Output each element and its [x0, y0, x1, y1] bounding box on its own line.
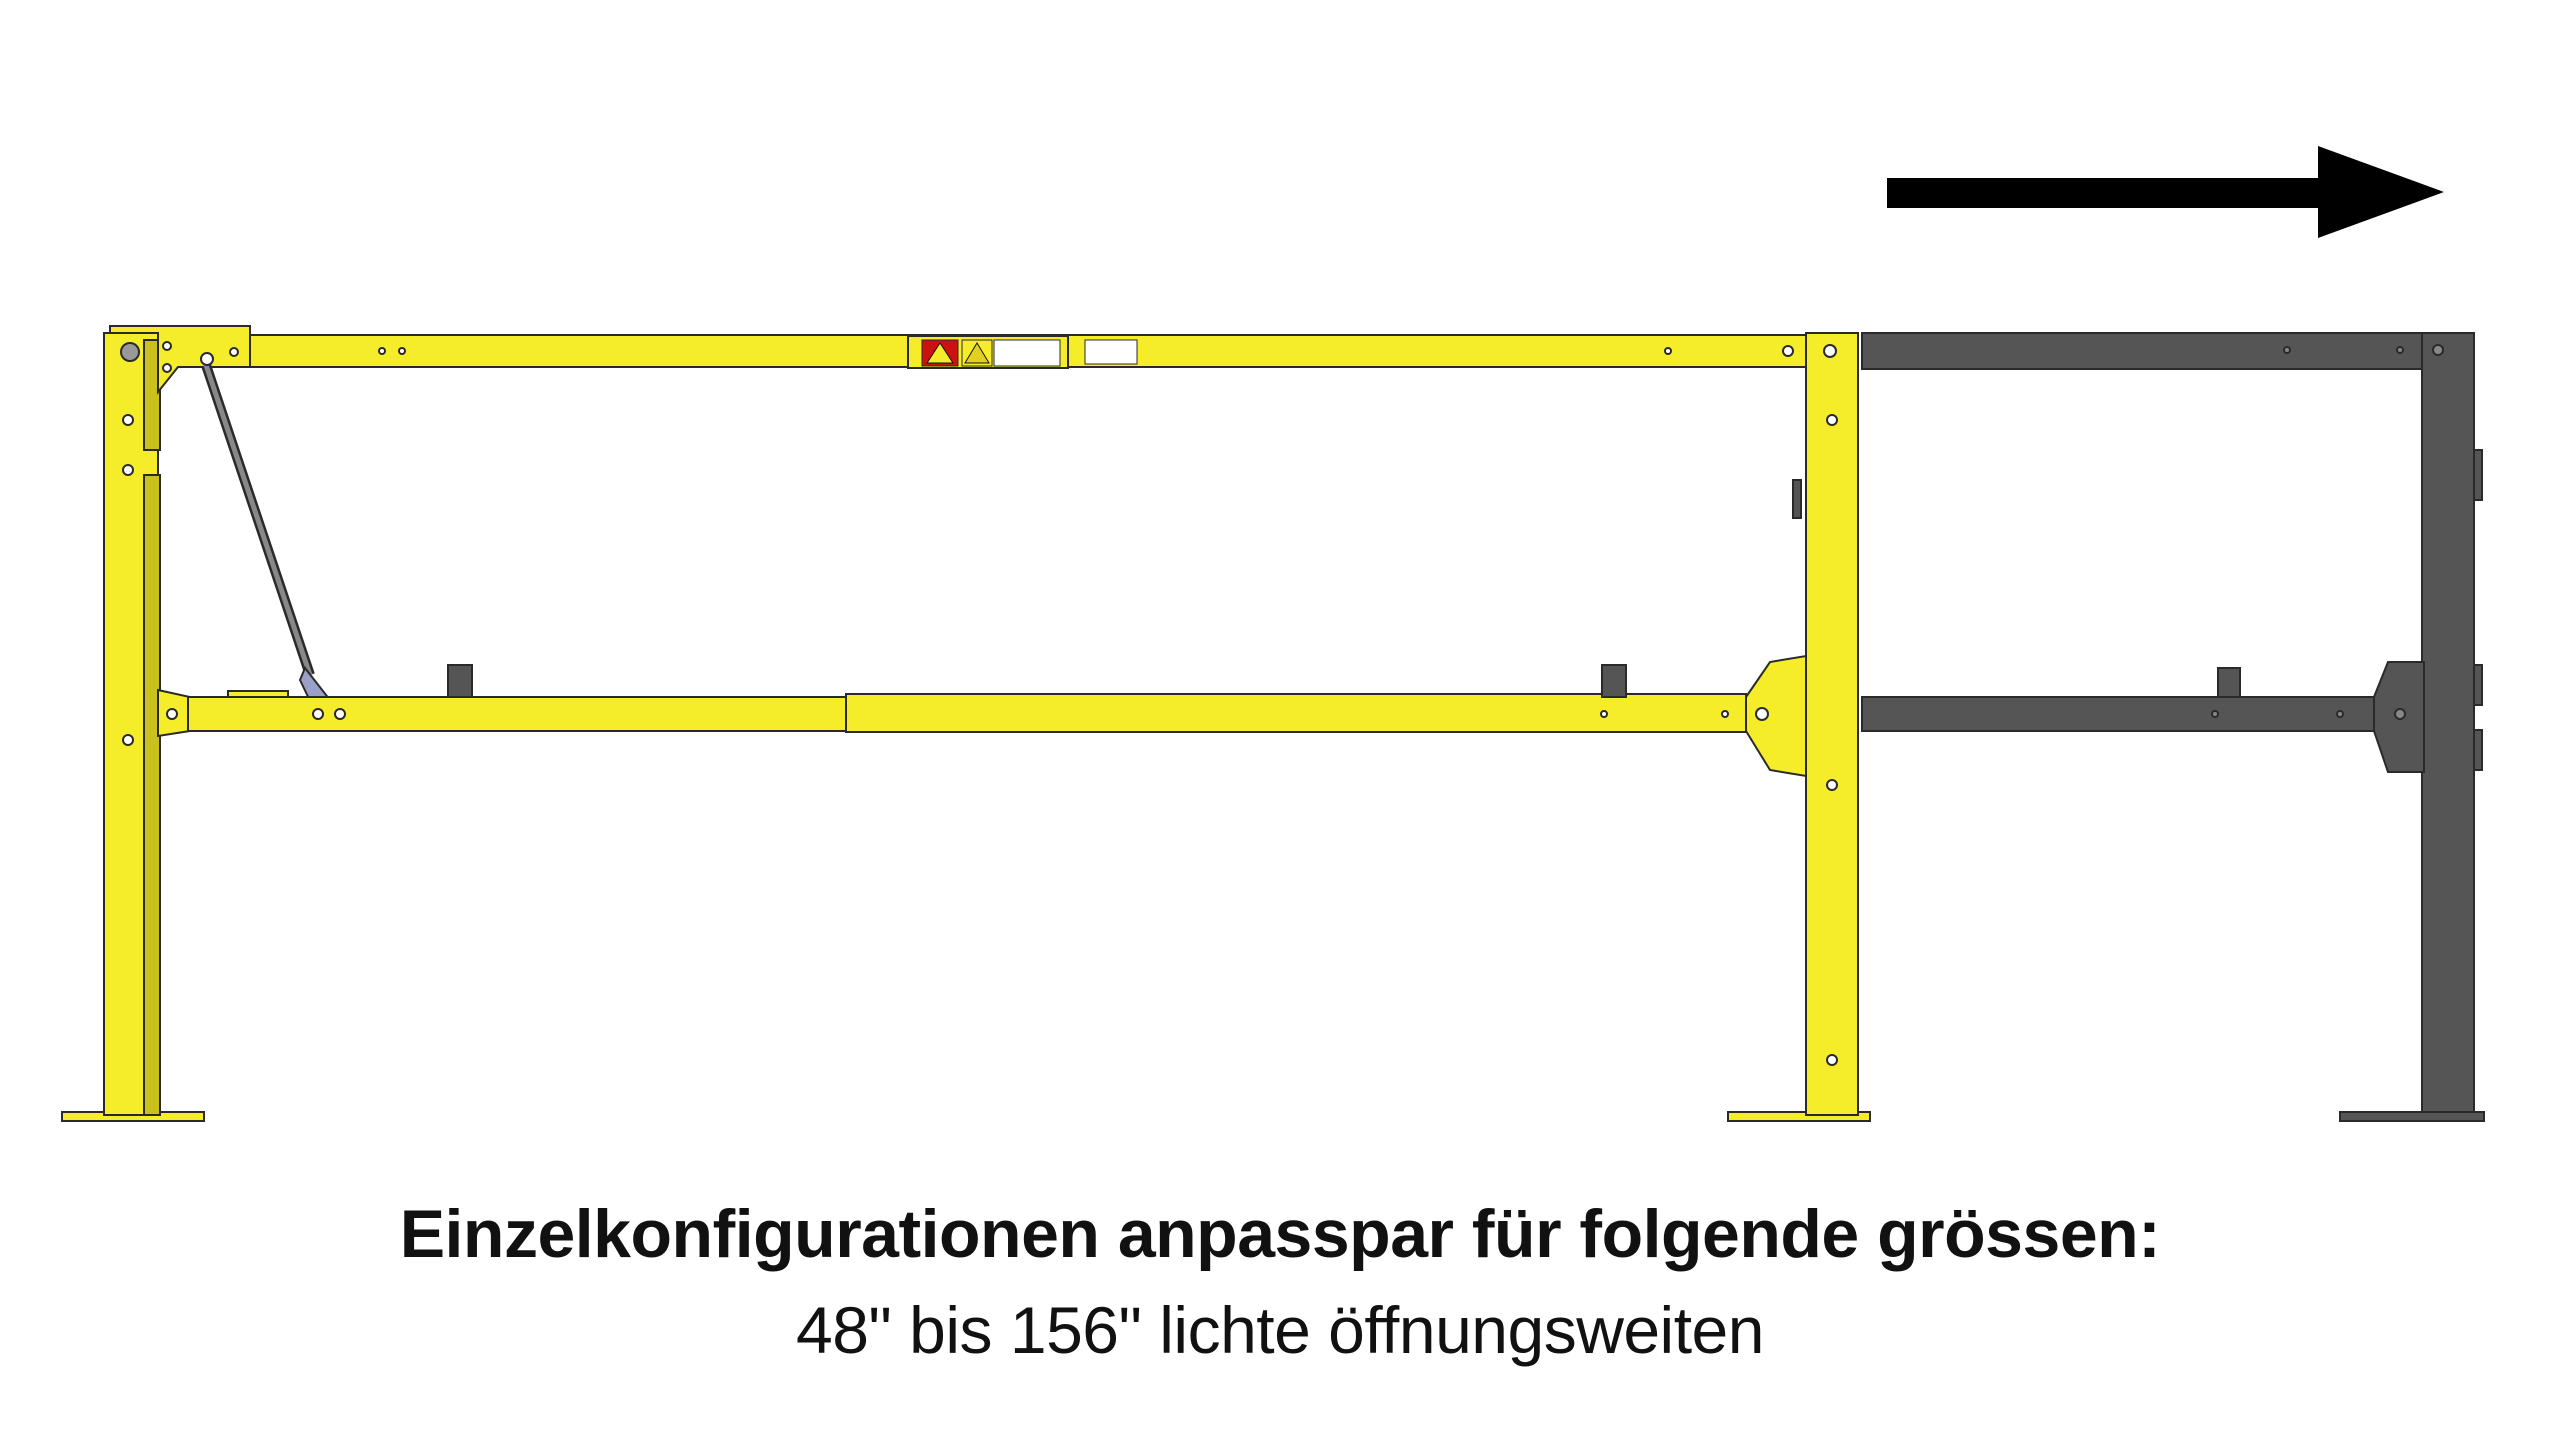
extension-top-rail [1861, 332, 2425, 370]
extension-end-post [2421, 332, 2475, 1116]
mid-rail-left [187, 696, 849, 732]
warning-label-icon [921, 339, 1138, 367]
mid-rail-bracket-right [1745, 654, 1807, 778]
extension-mid-rail [1861, 696, 2375, 732]
caption-title: Einzelkonfigurationen anpasspar für folg… [399, 1196, 2161, 1272]
mid-rail-right [845, 693, 1747, 733]
top-hinge-bracket [109, 325, 251, 395]
latch-pin-left [447, 664, 473, 698]
extension-base-plate [2339, 1111, 2485, 1122]
caption-subtitle: 48" bis 156" lichte öffnungsweiten [796, 1293, 1764, 1367]
extension-section [1861, 332, 2485, 1122]
right-base-plate [1727, 1111, 1871, 1122]
latch-pin-right [1601, 664, 1627, 698]
bolt-holes [120, 341, 1838, 1066]
extension-latch-pin [2217, 667, 2241, 698]
right-post [1805, 332, 1859, 1116]
right-arrow-icon [1887, 146, 2444, 238]
yellow-gate [61, 325, 1871, 1122]
